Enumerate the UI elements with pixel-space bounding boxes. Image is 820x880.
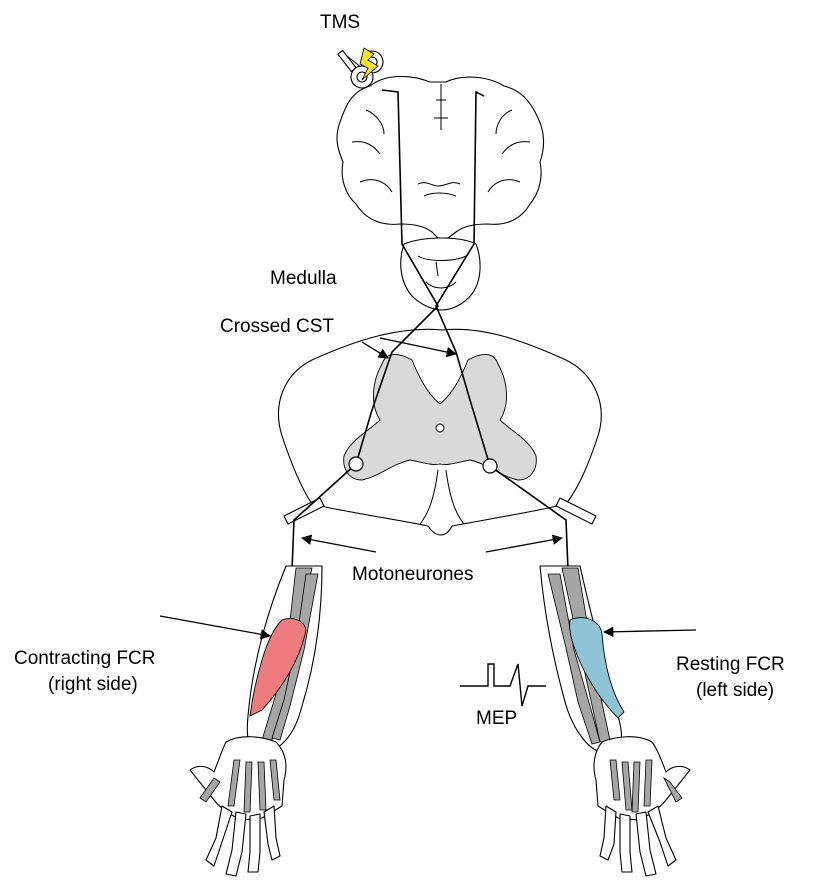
- contracting-fcr-label: Contracting FCR: [14, 648, 156, 669]
- left-motoneurone: [483, 459, 497, 473]
- resting-fcr-label: Resting FCR: [676, 654, 785, 675]
- mep-trace: [460, 664, 546, 706]
- motoneurones-label: Motoneurones: [352, 564, 473, 585]
- right-arm: [190, 566, 322, 876]
- tms-label: TMS: [320, 12, 360, 33]
- contracting-fcr-side-label: (right side): [48, 674, 138, 695]
- left-arm: [540, 566, 690, 876]
- right-motoneurone: [349, 457, 363, 471]
- medulla-label: Medulla: [270, 268, 337, 289]
- resting-fcr-side-label: (left side): [696, 680, 774, 701]
- brain-section: [337, 76, 544, 310]
- spinal-cord-section: [279, 329, 602, 535]
- mep-label: MEP: [476, 708, 517, 729]
- crossed-cst-label: Crossed CST: [220, 316, 334, 337]
